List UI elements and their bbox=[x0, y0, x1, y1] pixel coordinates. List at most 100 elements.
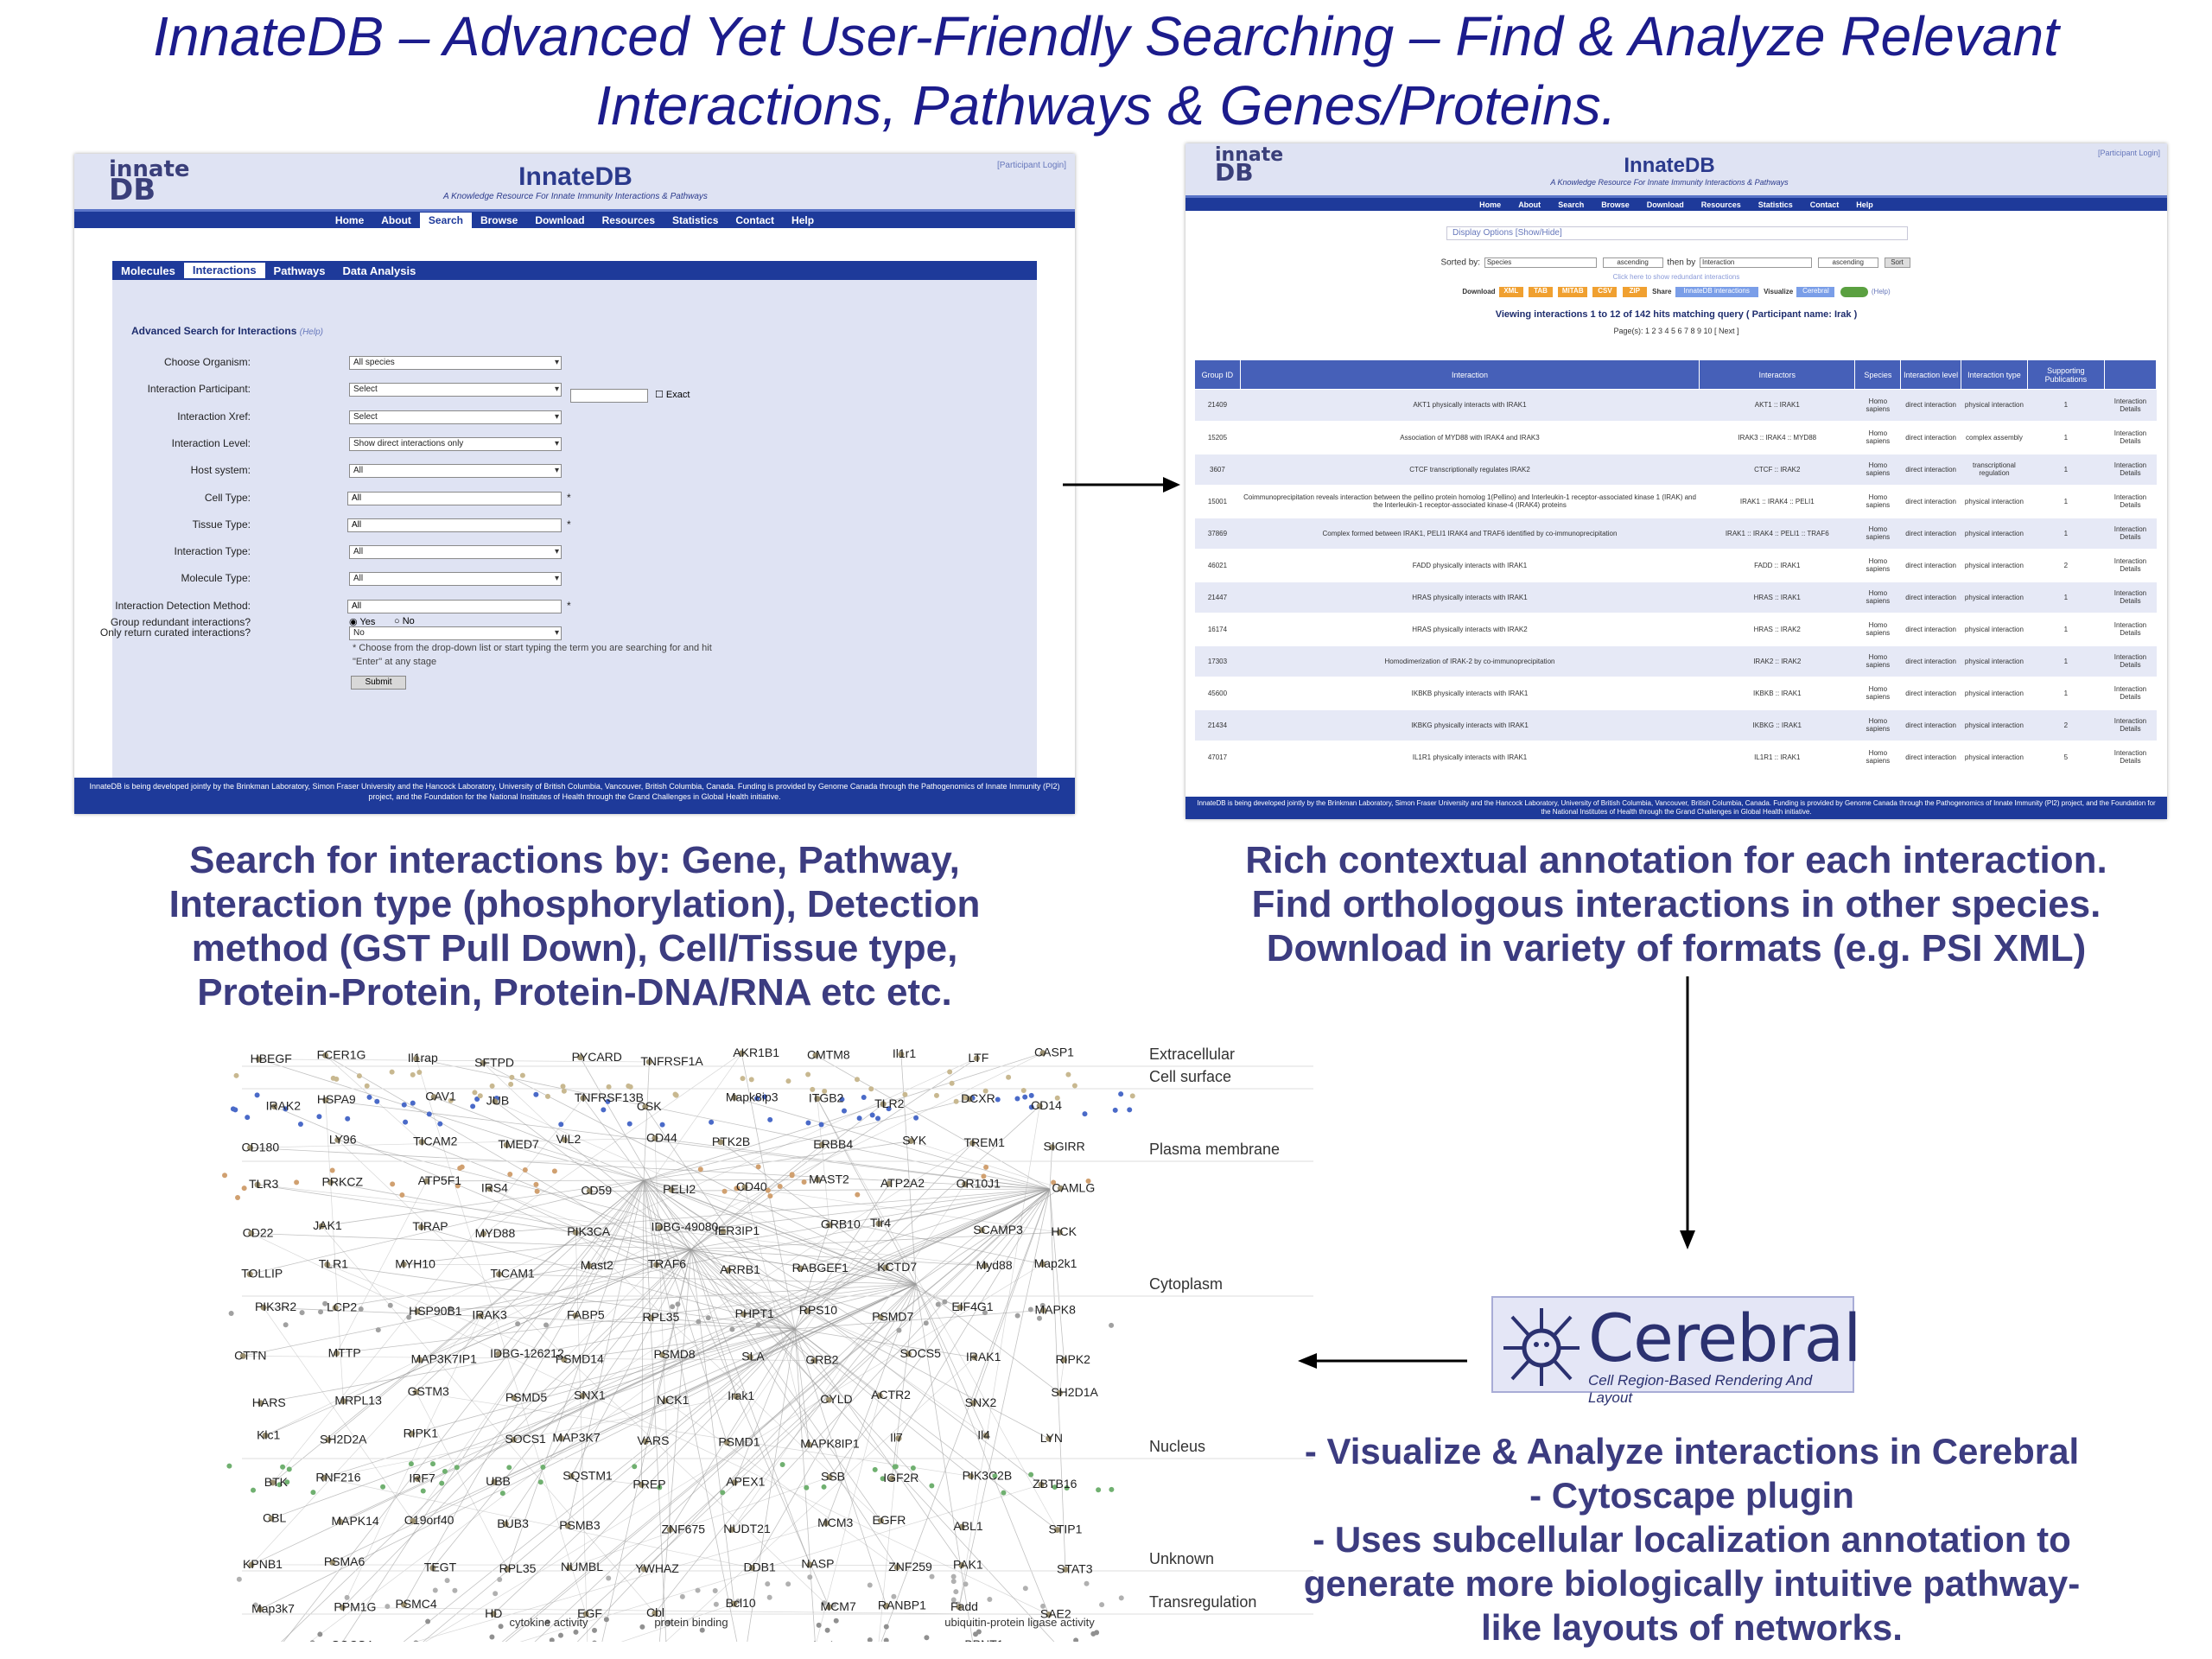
gene-node[interactable] bbox=[823, 1520, 830, 1527]
gene-node[interactable] bbox=[1039, 1261, 1046, 1268]
gene-node[interactable] bbox=[1038, 1481, 1045, 1488]
form-select[interactable]: Select bbox=[349, 410, 562, 424]
gene-node[interactable] bbox=[826, 1222, 833, 1229]
table-cell[interactable]: 1 bbox=[2027, 677, 2105, 710]
nav-contact[interactable]: Contact bbox=[735, 213, 775, 226]
sort-button[interactable]: Sort bbox=[1884, 257, 1910, 268]
results-participant-login[interactable]: [Participant Login] bbox=[2097, 149, 2160, 157]
gene-node[interactable] bbox=[656, 1224, 663, 1231]
gene-node[interactable] bbox=[409, 1430, 416, 1437]
gene-node[interactable] bbox=[1039, 1306, 1046, 1313]
gene-node[interactable] bbox=[883, 1602, 890, 1609]
table-cell[interactable]: 5 bbox=[2027, 741, 2105, 774]
gene-node[interactable] bbox=[334, 1136, 341, 1143]
gene-node[interactable] bbox=[580, 1095, 587, 1102]
gene-node[interactable] bbox=[958, 1561, 965, 1568]
nav-resources[interactable]: Resources bbox=[601, 213, 656, 226]
interaction-details-link[interactable]: Interaction Details bbox=[2104, 485, 2157, 518]
gene-node[interactable] bbox=[806, 1561, 813, 1568]
show-redundant-link[interactable]: Click here to show redundant interaction… bbox=[1612, 273, 1740, 281]
then-order-select[interactable]: ascending bbox=[1817, 257, 1878, 268]
gene-node[interactable] bbox=[329, 1559, 336, 1566]
column-header[interactable]: Interaction level bbox=[1900, 359, 1961, 390]
share-button[interactable]: InnateDB interactions bbox=[1675, 287, 1758, 297]
gene-node[interactable] bbox=[973, 1055, 980, 1062]
nav-browse[interactable]: Browse bbox=[480, 213, 518, 226]
gene-node[interactable] bbox=[327, 1179, 334, 1185]
gene-node[interactable] bbox=[1062, 1566, 1069, 1573]
gene-node[interactable] bbox=[893, 1564, 900, 1571]
gene-node[interactable] bbox=[582, 1611, 589, 1618]
gene-node[interactable] bbox=[1056, 1229, 1063, 1236]
form-select[interactable]: Select bbox=[349, 383, 562, 397]
gene-node[interactable] bbox=[748, 1565, 755, 1572]
gene-node[interactable] bbox=[246, 1271, 253, 1278]
interaction-details-link[interactable]: Interaction Details bbox=[2104, 741, 2157, 774]
gene-node[interactable] bbox=[254, 1181, 261, 1188]
form-select[interactable]: All bbox=[349, 464, 562, 479]
group-no-radio[interactable]: ○ No bbox=[394, 616, 415, 626]
gene-node[interactable] bbox=[956, 1604, 963, 1611]
gene-node[interactable] bbox=[561, 1357, 568, 1363]
gene-node[interactable] bbox=[400, 1601, 407, 1608]
column-header[interactable]: Interactors bbox=[1699, 359, 1856, 390]
gene-node[interactable] bbox=[260, 1304, 267, 1311]
gene-node[interactable] bbox=[414, 1476, 421, 1483]
gene-node[interactable] bbox=[970, 1400, 977, 1407]
gene-node[interactable] bbox=[340, 1398, 346, 1405]
interaction-details-link[interactable]: Interaction Details bbox=[2104, 549, 2157, 582]
gene-node[interactable] bbox=[322, 1096, 329, 1103]
gene-node[interactable] bbox=[642, 1438, 649, 1445]
gene-node[interactable] bbox=[668, 1186, 675, 1193]
nav-about[interactable]: About bbox=[381, 213, 411, 226]
gene-node[interactable] bbox=[812, 1052, 819, 1058]
gene-node[interactable] bbox=[818, 1141, 825, 1148]
form-select[interactable]: Show direct interactions only bbox=[349, 436, 562, 451]
gene-node[interactable] bbox=[640, 1566, 647, 1573]
gene-node[interactable] bbox=[962, 1181, 969, 1188]
gene-node[interactable] bbox=[322, 1052, 329, 1058]
gene-node[interactable] bbox=[257, 1400, 264, 1407]
gene-node[interactable] bbox=[239, 1352, 246, 1359]
form-text-input[interactable]: All bbox=[347, 518, 562, 532]
gene-node[interactable] bbox=[480, 1059, 486, 1066]
gene-node[interactable] bbox=[880, 1101, 887, 1108]
table-cell[interactable]: 2 bbox=[2027, 709, 2105, 742]
column-header[interactable]: Supporting Publications bbox=[2026, 359, 2105, 390]
submit-button[interactable]: Submit bbox=[351, 676, 406, 690]
gene-node[interactable] bbox=[666, 1526, 673, 1533]
gene-node[interactable] bbox=[325, 1436, 332, 1443]
gene-node[interactable] bbox=[414, 1308, 421, 1315]
gene-node[interactable] bbox=[566, 1564, 573, 1571]
gene-node[interactable] bbox=[262, 1432, 269, 1439]
gene-node[interactable] bbox=[723, 1439, 730, 1446]
gene-node[interactable] bbox=[653, 1262, 660, 1268]
gene-node[interactable] bbox=[814, 1096, 821, 1103]
gene-node[interactable] bbox=[642, 1103, 649, 1110]
gene-node[interactable] bbox=[982, 1262, 988, 1269]
table-cell[interactable]: 1 bbox=[2027, 421, 2105, 454]
gene-node[interactable] bbox=[957, 1304, 963, 1311]
gene-node[interactable] bbox=[725, 1267, 732, 1274]
visualize-help-link[interactable]: (Help) bbox=[1871, 288, 1891, 296]
gene-node[interactable] bbox=[731, 1094, 738, 1101]
interaction-details-link[interactable]: Interaction Details bbox=[2104, 677, 2157, 710]
gene-node[interactable] bbox=[720, 1228, 727, 1235]
gene-node[interactable] bbox=[324, 1262, 331, 1268]
column-header[interactable]: Group ID bbox=[1194, 359, 1241, 390]
nav-search[interactable]: Search bbox=[419, 212, 472, 228]
gene-node[interactable] bbox=[503, 1141, 510, 1148]
tab-interactions[interactable]: Interactions bbox=[183, 263, 265, 278]
gene-node[interactable] bbox=[492, 1098, 499, 1105]
nav-download[interactable]: Download bbox=[535, 213, 585, 226]
gene-node[interactable] bbox=[256, 1056, 263, 1063]
gene-node[interactable] bbox=[658, 1351, 665, 1358]
interaction-details-link[interactable]: Interaction Details bbox=[2104, 421, 2157, 454]
gene-node[interactable] bbox=[413, 1389, 420, 1395]
gene-node[interactable] bbox=[652, 1135, 658, 1141]
gene-node[interactable] bbox=[257, 1605, 264, 1612]
table-cell[interactable]: 1 bbox=[2027, 517, 2105, 550]
download-mitab[interactable]: MITAB bbox=[1558, 287, 1588, 297]
gene-node[interactable] bbox=[1056, 1389, 1063, 1396]
table-cell[interactable]: 1 bbox=[2027, 581, 2105, 614]
